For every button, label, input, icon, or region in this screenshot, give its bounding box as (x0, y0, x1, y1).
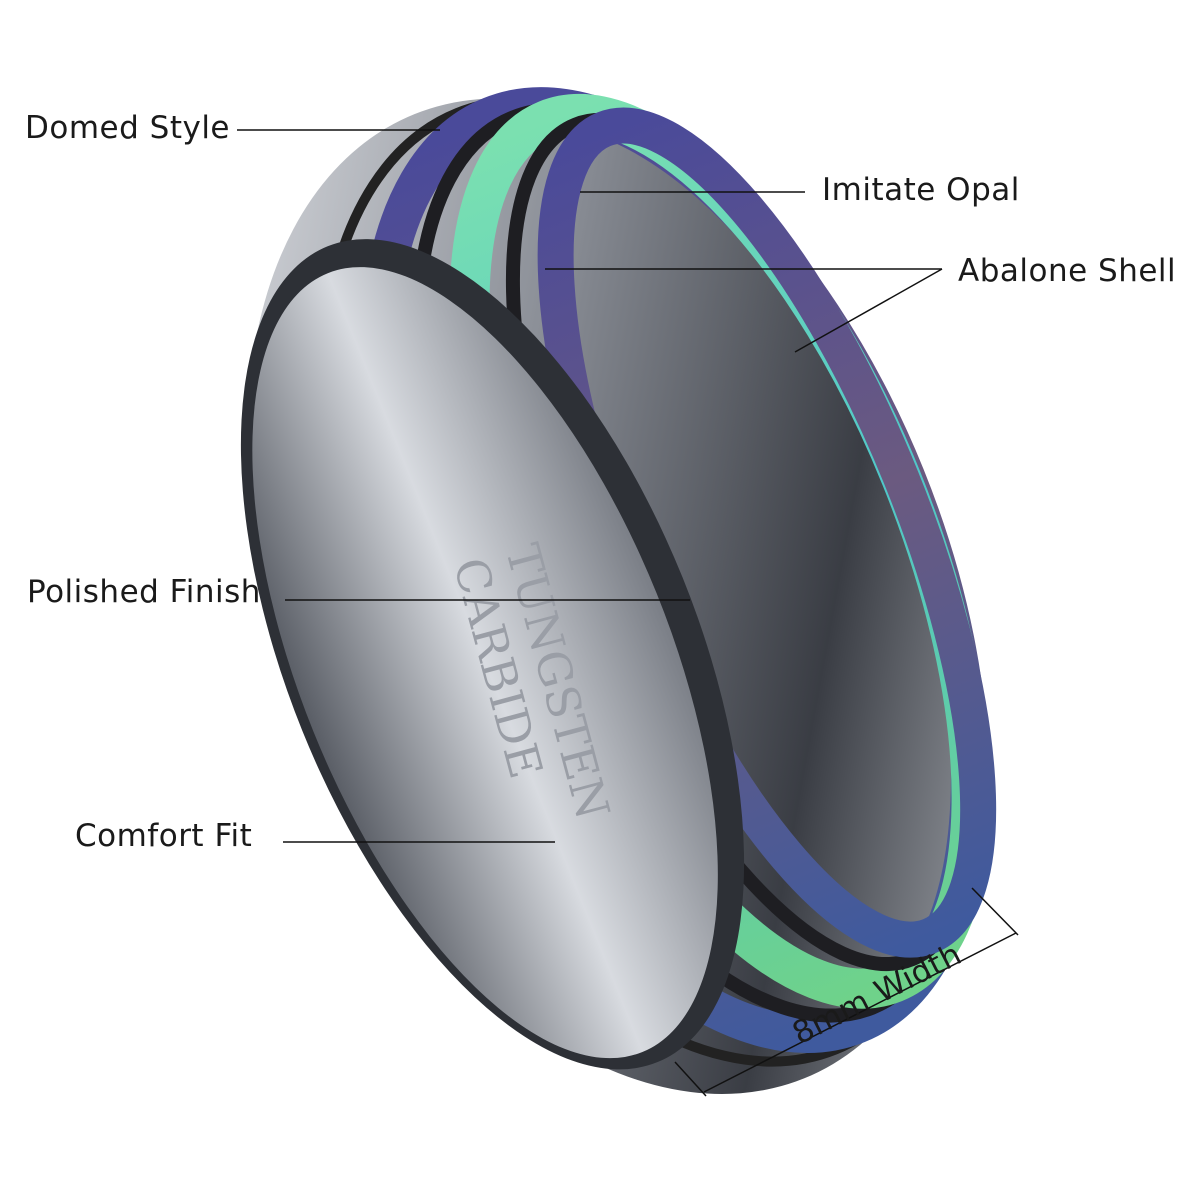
label-comfort-fit: Comfort Fit (75, 818, 253, 854)
dimension-tick-right (971, 887, 1019, 936)
label-imitate-opal: Imitate Opal (822, 172, 1020, 208)
ring (240, 87, 997, 1094)
label-polished-finish: Polished Finish (27, 574, 261, 610)
ring-inner-surface (252, 267, 718, 1059)
leader-abalone-shell-2 (794, 268, 943, 353)
dimension-line (703, 932, 1017, 1093)
label-abalone-shell: Abalone Shell (958, 253, 1177, 289)
leader-lines (237, 129, 1019, 1097)
label-domed-style: Domed Style (25, 110, 231, 146)
dimension-tick-left (674, 1061, 707, 1097)
